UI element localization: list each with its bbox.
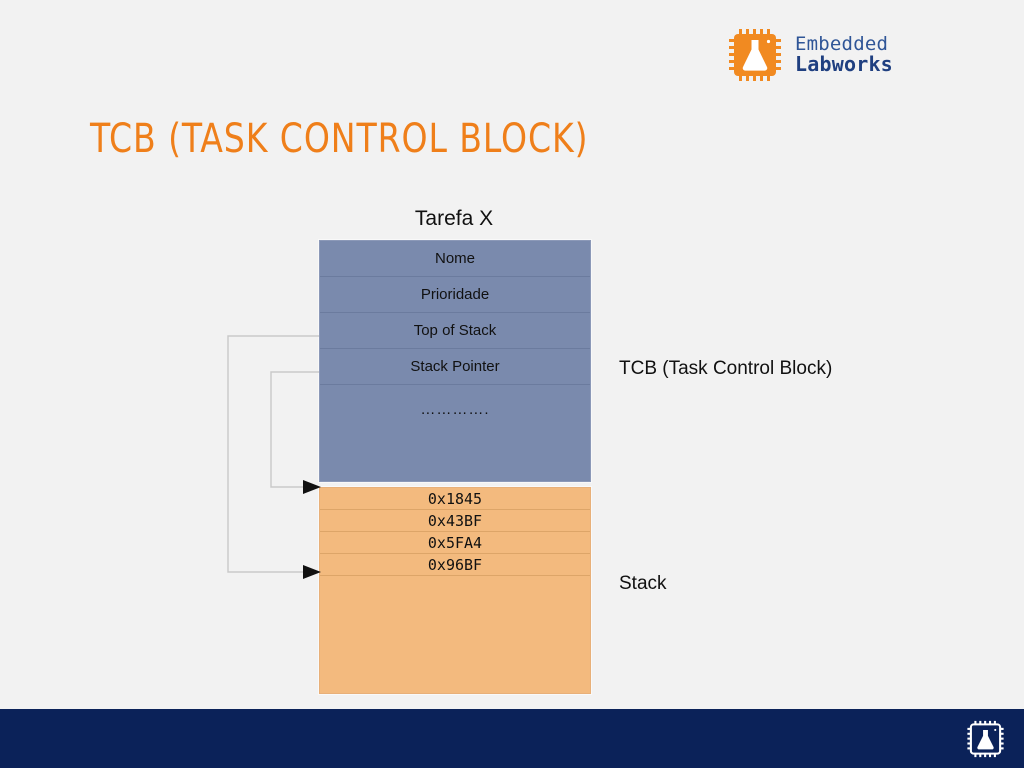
tcb-row-nome: Nome [320,241,590,277]
stack-row-3: 0x96BF [320,554,590,576]
brand-header: Embedded Labworks [727,27,893,83]
tcb-row-ellipsis: …………. [420,401,490,418]
connector-top-of-stack [227,335,319,573]
brand-line-embedded: Embedded [795,32,889,55]
stack-row-2: 0x5FA4 [320,532,590,554]
annotation-stack: Stack [619,573,667,594]
annotation-tcb: TCB (Task Control Block) [619,358,833,379]
tcb-block: Nome Prioridade Top of Stack Stack Point… [319,240,591,482]
chip-flask-logo-icon [727,27,783,83]
task-label: Tarefa X [414,207,494,230]
stack-row-1: 0x43BF [320,510,590,532]
footer-bar [0,709,1024,768]
stack-row-0: 0x1845 [320,488,590,510]
tcb-row-prioridade: Prioridade [320,277,590,313]
stack-block: 0x1845 0x43BF 0x5FA4 0x96BF [319,487,591,694]
tcb-row-top-of-stack: Top of Stack [320,313,590,349]
tcb-diagram: Tarefa X Nome Prioridade Top of Stack St… [227,207,833,694]
tcb-row-stack-pointer: Stack Pointer [320,349,590,385]
page-title: TCB (TASK CONTROL BLOCK) [90,116,589,162]
chip-flask-logo-icon [966,719,1005,759]
connector-stack-pointer [270,371,319,488]
brand-wordmark: Embedded Labworks [795,34,893,76]
brand-line-labworks: Labworks [795,52,893,77]
